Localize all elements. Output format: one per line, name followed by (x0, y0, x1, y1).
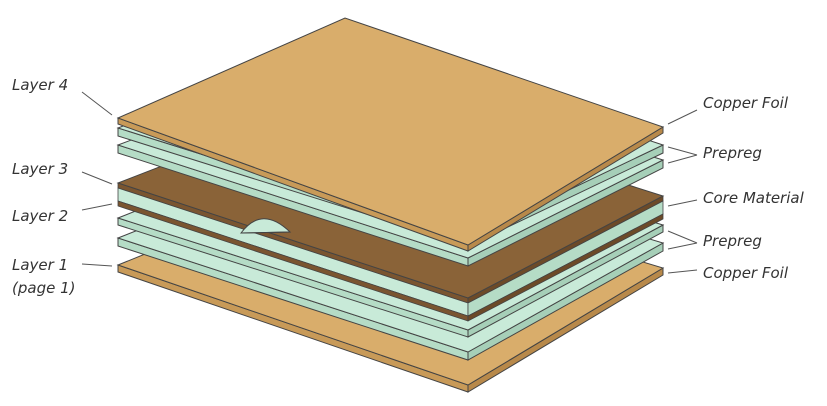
leader-layer1 (81, 263, 113, 267)
right-leader-lines (667, 109, 698, 274)
label-copper-foil-bottom: Copper Foil (703, 264, 788, 282)
leader-copper-foil-top (667, 109, 698, 125)
label-prepreg-top: Prepreg (703, 144, 762, 162)
leader-layer2 (81, 203, 113, 211)
label-layer2: Layer 2 (12, 207, 69, 225)
leader-core-material (667, 199, 698, 207)
label-layer3: Layer 3 (12, 160, 69, 178)
leader-prepreg-bottom-a (667, 230, 698, 244)
label-layer1: Layer 1 (12, 256, 69, 274)
leader-copper-foil-bottom (667, 269, 698, 274)
leader-prepreg-top-a (667, 146, 698, 156)
label-core-material: Core Material (703, 189, 804, 207)
label-layer1-note: (page 1) (12, 279, 76, 297)
label-layer4: Layer 4 (12, 76, 69, 94)
leader-prepreg-top-b (667, 154, 698, 164)
label-prepreg-bottom: Prepreg (703, 232, 762, 250)
left-leader-lines (81, 91, 113, 267)
leader-layer4 (81, 91, 113, 116)
leader-prepreg-bottom-b (667, 242, 698, 250)
leader-layer3 (81, 171, 113, 185)
top-copper-foil (116, 17, 665, 252)
label-copper-foil-top: Copper Foil (703, 94, 788, 112)
